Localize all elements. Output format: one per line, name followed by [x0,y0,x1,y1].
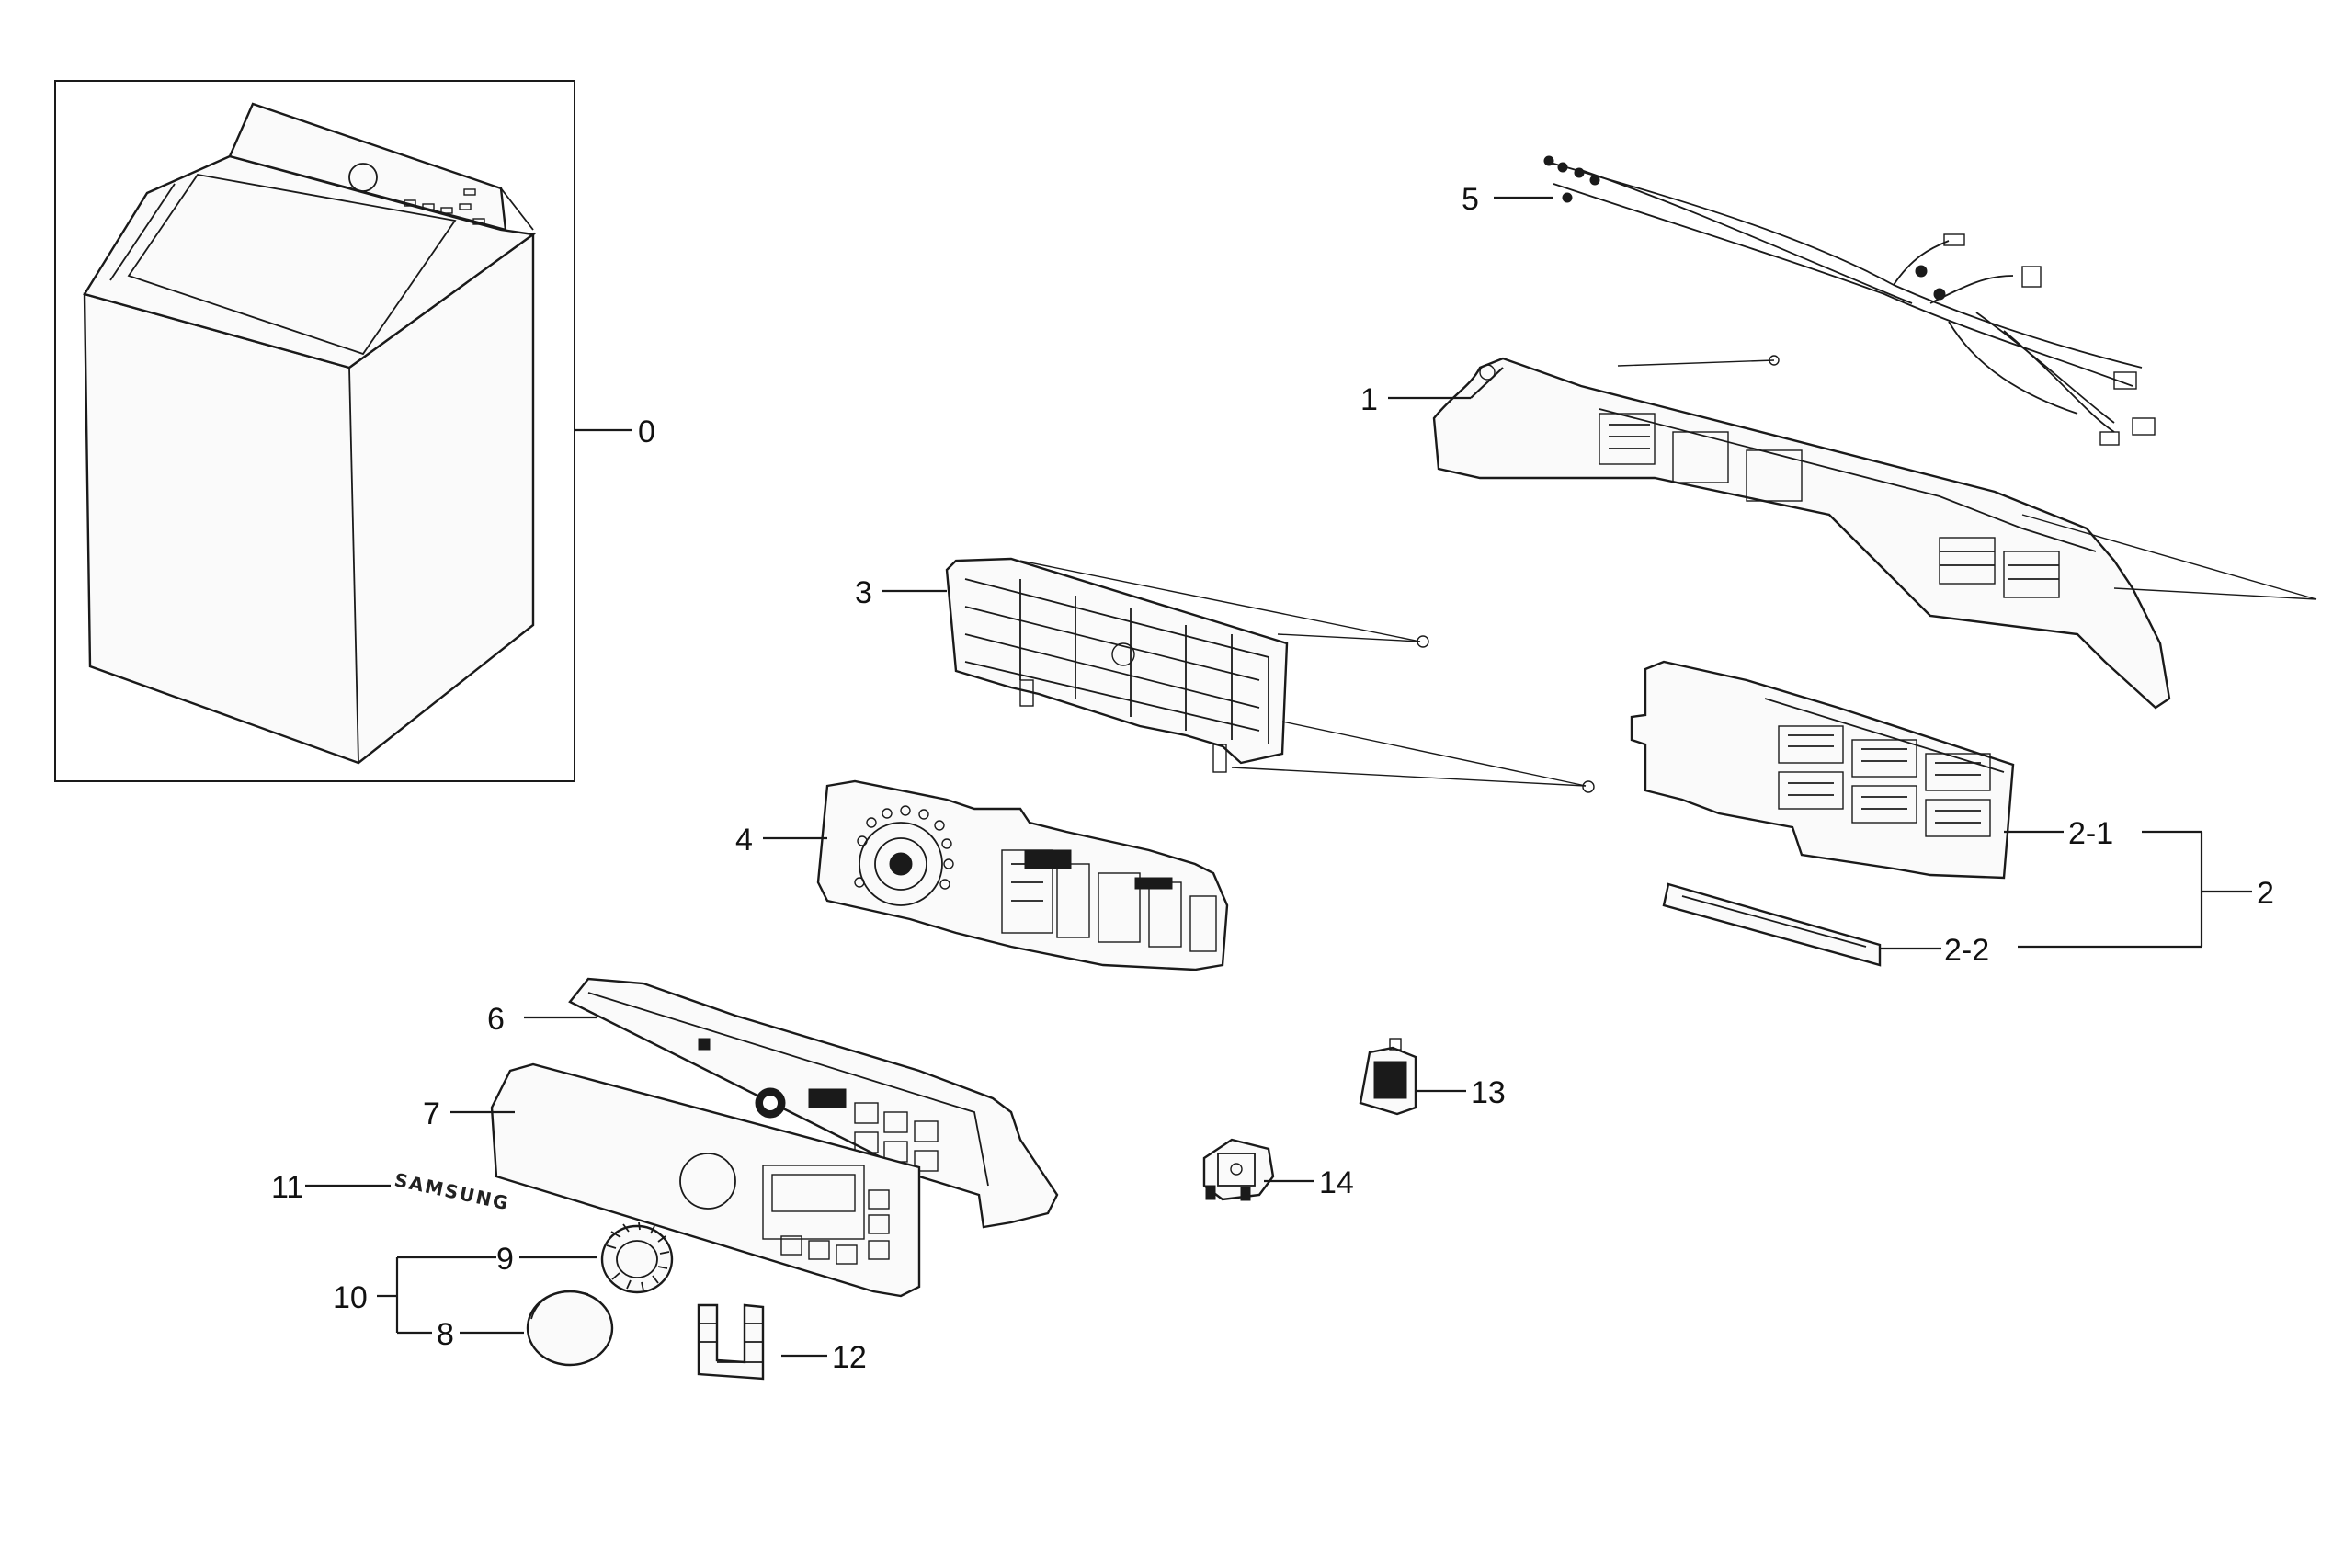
callout-10: 10 [333,1280,368,1315]
callout-2: 2 [2257,876,2274,911]
part-9-knob-ring [600,1221,674,1294]
washer-lid [83,154,537,369]
part-13-module: 13 [1359,1038,1506,1116]
part-14-switch: 14 [1202,1138,1354,1201]
part-11-logo: SAMSUNG 11 [271,1168,512,1214]
callout-9: 9 [496,1242,514,1277]
callout-2-2: 2-2 [1944,933,1989,968]
part-8-knob [526,1290,614,1367]
part-4-main-pcb: 4 [735,779,1229,971]
callout-12: 12 [832,1340,867,1375]
part-7-control-panel-face: 7 [423,1062,921,1298]
callout-8: 8 [437,1317,454,1352]
callout-5: 5 [1462,182,1479,217]
samsung-logo: SAMSUNG [393,1168,512,1214]
part-1-rear-housing: 1 [1360,355,2317,710]
part-0-washer: 0 [54,80,655,782]
callout-6: 6 [487,1002,505,1037]
callout-11: 11 [271,1170,303,1205]
callout-3: 3 [855,575,872,610]
part-3-pcb-cover: 3 [855,557,1595,793]
callout-1: 1 [1360,382,1378,417]
callout-2-1: 2-1 [2068,816,2113,851]
callout-14: 14 [1319,1165,1354,1200]
part-2-2-label: 2-2 [1662,882,2202,968]
callout-4: 4 [735,823,753,858]
callout-7: 7 [423,1096,440,1131]
part-10-knob-assembly: 9 8 10 [333,1221,674,1367]
part-2-pcb-housing: 2-1 2 [1630,660,2274,947]
washer-dial [348,163,378,192]
callout-0: 0 [638,415,655,449]
callout-13: 13 [1471,1075,1506,1110]
part-12-button-membrane: 12 [697,1303,867,1381]
part-5-wire-harness: 5 [1462,155,2156,446]
